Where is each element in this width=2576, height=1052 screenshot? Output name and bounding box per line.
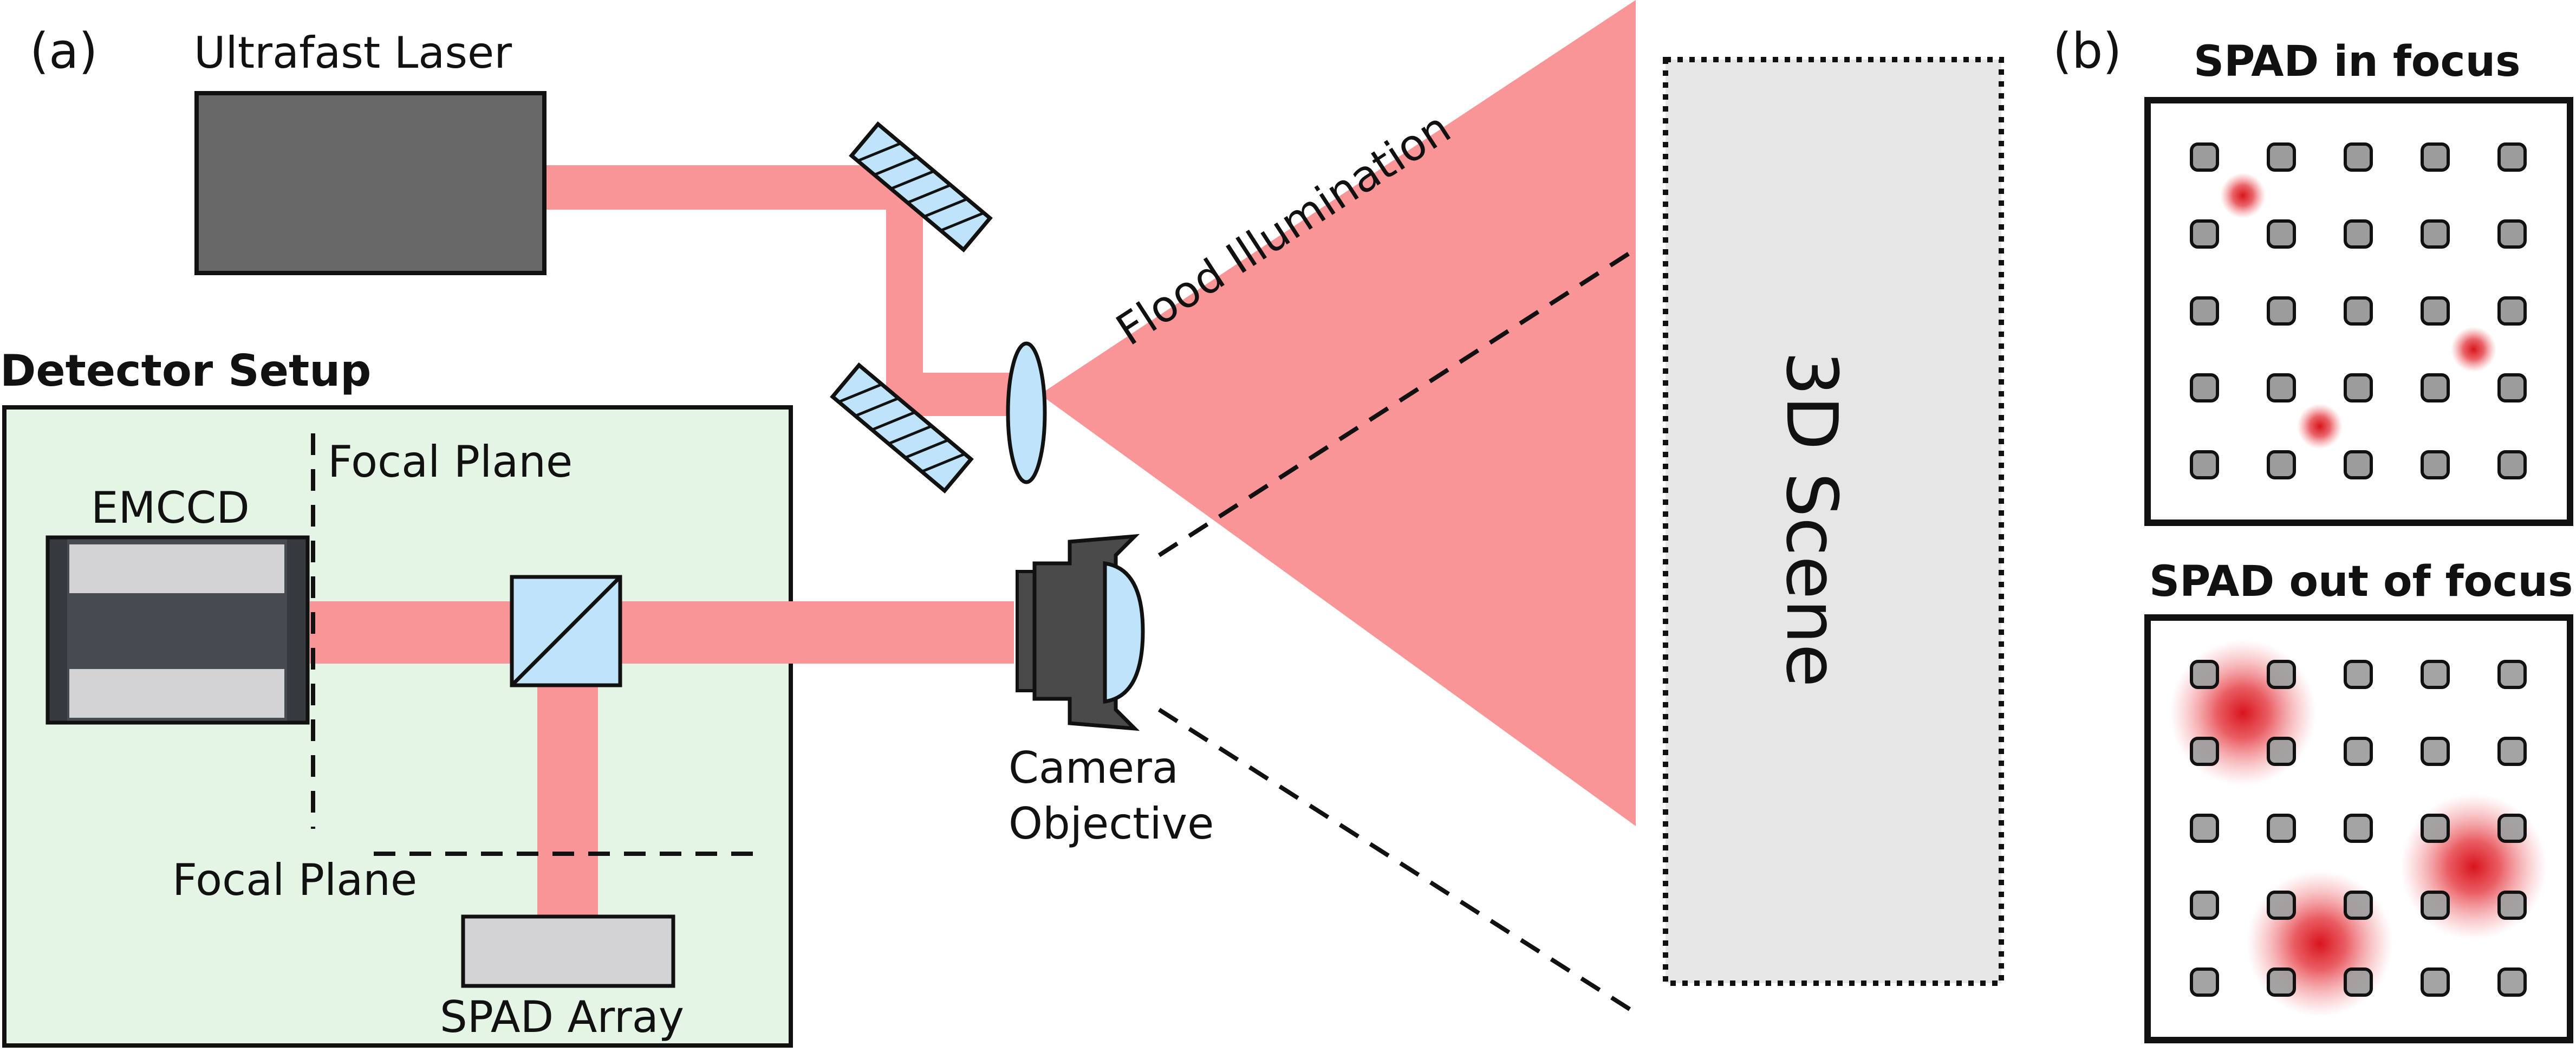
3d-scene [1663,57,2004,986]
spad-pixel [2267,142,2296,172]
spad-pixel [2497,814,2527,843]
spad-pixel [2497,891,2527,920]
spad-pixel [2267,219,2296,249]
panel-b-label: (b) [2053,23,2122,80]
spad-array-label: SPAD Array [440,992,684,1042]
spad-pixel [2421,891,2450,920]
focused-light-spot [2220,173,2266,218]
spad-pixel [2497,660,2527,689]
spad-pixel [2190,814,2219,843]
spad-pixel [2497,142,2527,172]
spad-pixel [2190,967,2219,997]
spad-pixel [2421,737,2450,766]
spad-pixel [2421,967,2450,997]
spad-pixel [2344,142,2373,172]
spad-pixel [2421,660,2450,689]
spad-pixel [2344,967,2373,997]
spad-in-focus-grid [2190,142,2527,479]
spad-pixel [2267,891,2296,920]
spad-pixel [2267,450,2296,479]
mirror-top [849,121,993,252]
spad-pixel [2267,660,2296,689]
detector-setup-title: Detector Setup [0,346,371,396]
spad-pixel [2344,219,2373,249]
focused-light-spot [2451,327,2496,372]
camera-field-of-view [1157,247,1637,1015]
spad-pixel [2497,967,2527,997]
spad-pixel [2344,660,2373,689]
spad-pixel [2190,219,2219,249]
camera-label-line2: Objective [1009,798,1214,849]
emccd-camera [45,535,310,725]
spad-array [461,914,675,988]
spad-pixel [2344,296,2373,326]
spad-pixel [2421,219,2450,249]
spad-pixel [2497,373,2527,402]
flood-illumination-cone [1040,0,1636,826]
focal-plane-top-label: Focal Plane [328,437,573,487]
spad-pixel [2267,967,2296,997]
spad-pixel [2421,373,2450,402]
spad-pixel [2497,737,2527,766]
3d-scene-label: 3D Scene [1771,351,1853,687]
spad-pixel [2267,737,2296,766]
spad-pixel [2344,814,2373,843]
spad-pixel [2190,142,2219,172]
spad-pixel [2421,450,2450,479]
laser-label: Ultrafast Laser [194,28,512,78]
defocused-light-spot [2170,640,2316,786]
spad-pixel [2267,814,2296,843]
spad-pixel [2190,737,2219,766]
spad-pixel [2344,891,2373,920]
spad-pixel [2421,814,2450,843]
spad-pixel [2190,660,2219,689]
spad-in-focus-title: SPAD in focus [2194,37,2521,86]
focused-light-spot [2297,404,2343,449]
spad-pixel [2190,296,2219,326]
defocused-light-spot [2401,794,2547,940]
spad-pixel [2190,891,2219,920]
spad-pixel [2344,737,2373,766]
panel-a: (a) Detector Setup Ultrafast Laser [0,0,2004,1048]
spad-pixel [2421,142,2450,172]
beam-splitter [510,575,622,687]
spad-pixel [2497,296,2527,326]
illumination-lens [1006,341,1047,484]
spad-pixel [2267,296,2296,326]
spad-pixel [2344,373,2373,402]
spad-pixel [2421,296,2450,326]
ultrafast-laser [194,91,547,275]
emccd-label: EMCCD [91,483,250,533]
spad-pixel [2190,373,2219,402]
spad-pixel [2267,373,2296,402]
spad-pixel [2190,450,2219,479]
panel-b: (b) SPAD in focus SPAD out of focus [2053,23,2573,1043]
spad-pixel [2344,450,2373,479]
defocused-light-spot [2247,871,2393,1017]
focal-plane-bottom-label: Focal Plane [172,855,417,905]
panel-a-label: (a) [30,23,97,80]
camera-objective [1016,534,1145,731]
spad-pixel [2497,219,2527,249]
spad-out-focus-title: SPAD out of focus [2149,557,2573,606]
spad-pixel [2497,450,2527,479]
mirror-bottom [830,362,974,493]
spad-out-focus-grid [2170,640,2547,1017]
camera-label-line1: Camera [1009,743,1179,793]
